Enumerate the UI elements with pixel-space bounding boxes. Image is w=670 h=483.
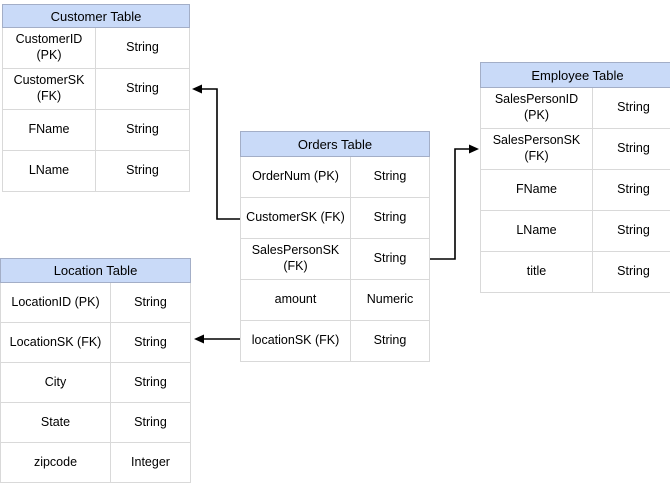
type-cell[interactable]: String [134,374,167,389]
table-row: FName String [3,109,189,150]
table-row: LName String [481,210,670,251]
type-cell[interactable]: Integer [131,454,170,469]
type-cell[interactable]: String [373,333,407,348]
entity-location-table[interactable]: Location Table LocationID (PK) String Lo… [0,258,191,483]
entity-orders-table[interactable]: Orders Table OrderNum (PK) String Custom… [240,131,430,362]
type-cell[interactable]: String [134,334,167,349]
type-cell[interactable]: String [617,223,650,238]
field-cell[interactable]: locationSK (FK) [241,321,351,361]
type-cell[interactable]: String [134,414,167,429]
entity-customer-table[interactable]: Customer Table CustomerID (PK) String Cu… [2,4,190,192]
field-cell[interactable]: LocationID (PK) [1,283,111,322]
location-table-rows: LocationID (PK) String LocationSK (FK) S… [0,283,191,483]
field-cell[interactable]: OrderNum (PK) [241,157,351,197]
type-cell[interactable]: String [126,40,159,55]
table-row: CustomerSK (FK) String [3,68,189,109]
table-row: CustomerID (PK) String [3,28,189,68]
orders-table-rows: OrderNum (PK) String CustomerSK (FK) Str… [240,157,430,362]
table-row: SalesPersonSK (FK) String [481,128,670,169]
table-row: SalesPersonSK (FK) String [241,238,429,279]
field-cell[interactable]: FName [3,110,96,150]
customer-table-rows: CustomerID (PK) String CustomerSK (FK) S… [2,28,190,192]
employee-table-rows: SalesPersonID (PK) String SalesPersonSK … [480,88,670,293]
field-cell[interactable]: SalesPersonID (PK) [481,88,593,128]
field-cell[interactable]: amount [241,280,351,320]
field-cell[interactable]: SalesPersonSK (FK) [481,129,593,169]
table-row: zipcode Integer [1,442,190,482]
field-cell[interactable]: City [1,363,111,402]
table-row: LName String [3,150,189,191]
table-row: title String [481,251,670,292]
orders-table-header[interactable]: Orders Table [240,131,430,157]
field-cell[interactable]: title [481,252,593,292]
type-cell[interactable]: String [373,251,407,266]
table-row: locationSK (FK) String [241,320,429,361]
field-cell[interactable]: LName [481,211,593,251]
field-cell[interactable]: CustomerSK (FK) [3,69,96,109]
location-table-header[interactable]: Location Table [0,258,191,283]
table-row: CustomerSK (FK) String [241,197,429,238]
field-cell[interactable]: FName [481,170,593,210]
type-cell[interactable]: String [126,81,159,96]
table-row: LocationID (PK) String [1,283,190,322]
field-cell[interactable]: CustomerID (PK) [3,28,96,68]
type-cell[interactable]: String [617,141,650,156]
employee-table-header[interactable]: Employee Table [480,62,670,88]
field-cell[interactable]: LocationSK (FK) [1,323,111,362]
type-cell[interactable]: String [617,264,650,279]
table-row: State String [1,402,190,442]
table-row: OrderNum (PK) String [241,157,429,197]
field-cell[interactable]: zipcode [1,443,111,482]
type-cell[interactable]: String [373,210,407,225]
type-cell[interactable]: String [373,169,407,184]
connector-orders-to-location[interactable] [194,334,240,344]
customer-table-header[interactable]: Customer Table [2,4,190,28]
type-cell[interactable]: String [134,294,167,309]
type-cell[interactable]: String [126,122,159,137]
connector-orders-to-customer[interactable] [192,84,240,220]
field-cell[interactable]: State [1,403,111,442]
table-row: FName String [481,169,670,210]
type-cell[interactable]: Numeric [366,292,414,307]
table-row: SalesPersonID (PK) String [481,88,670,128]
table-row: City String [1,362,190,402]
type-cell[interactable]: String [617,100,650,115]
entity-employee-table[interactable]: Employee Table SalesPersonID (PK) String… [480,62,670,293]
field-cell[interactable]: SalesPersonSK (FK) [241,239,351,279]
table-row: amount Numeric [241,279,429,320]
table-row: LocationSK (FK) String [1,322,190,362]
connector-orders-to-employee[interactable] [430,144,479,260]
type-cell[interactable]: String [617,182,650,197]
field-cell[interactable]: LName [3,151,96,191]
field-cell[interactable]: CustomerSK (FK) [241,198,351,238]
type-cell[interactable]: String [126,163,159,178]
